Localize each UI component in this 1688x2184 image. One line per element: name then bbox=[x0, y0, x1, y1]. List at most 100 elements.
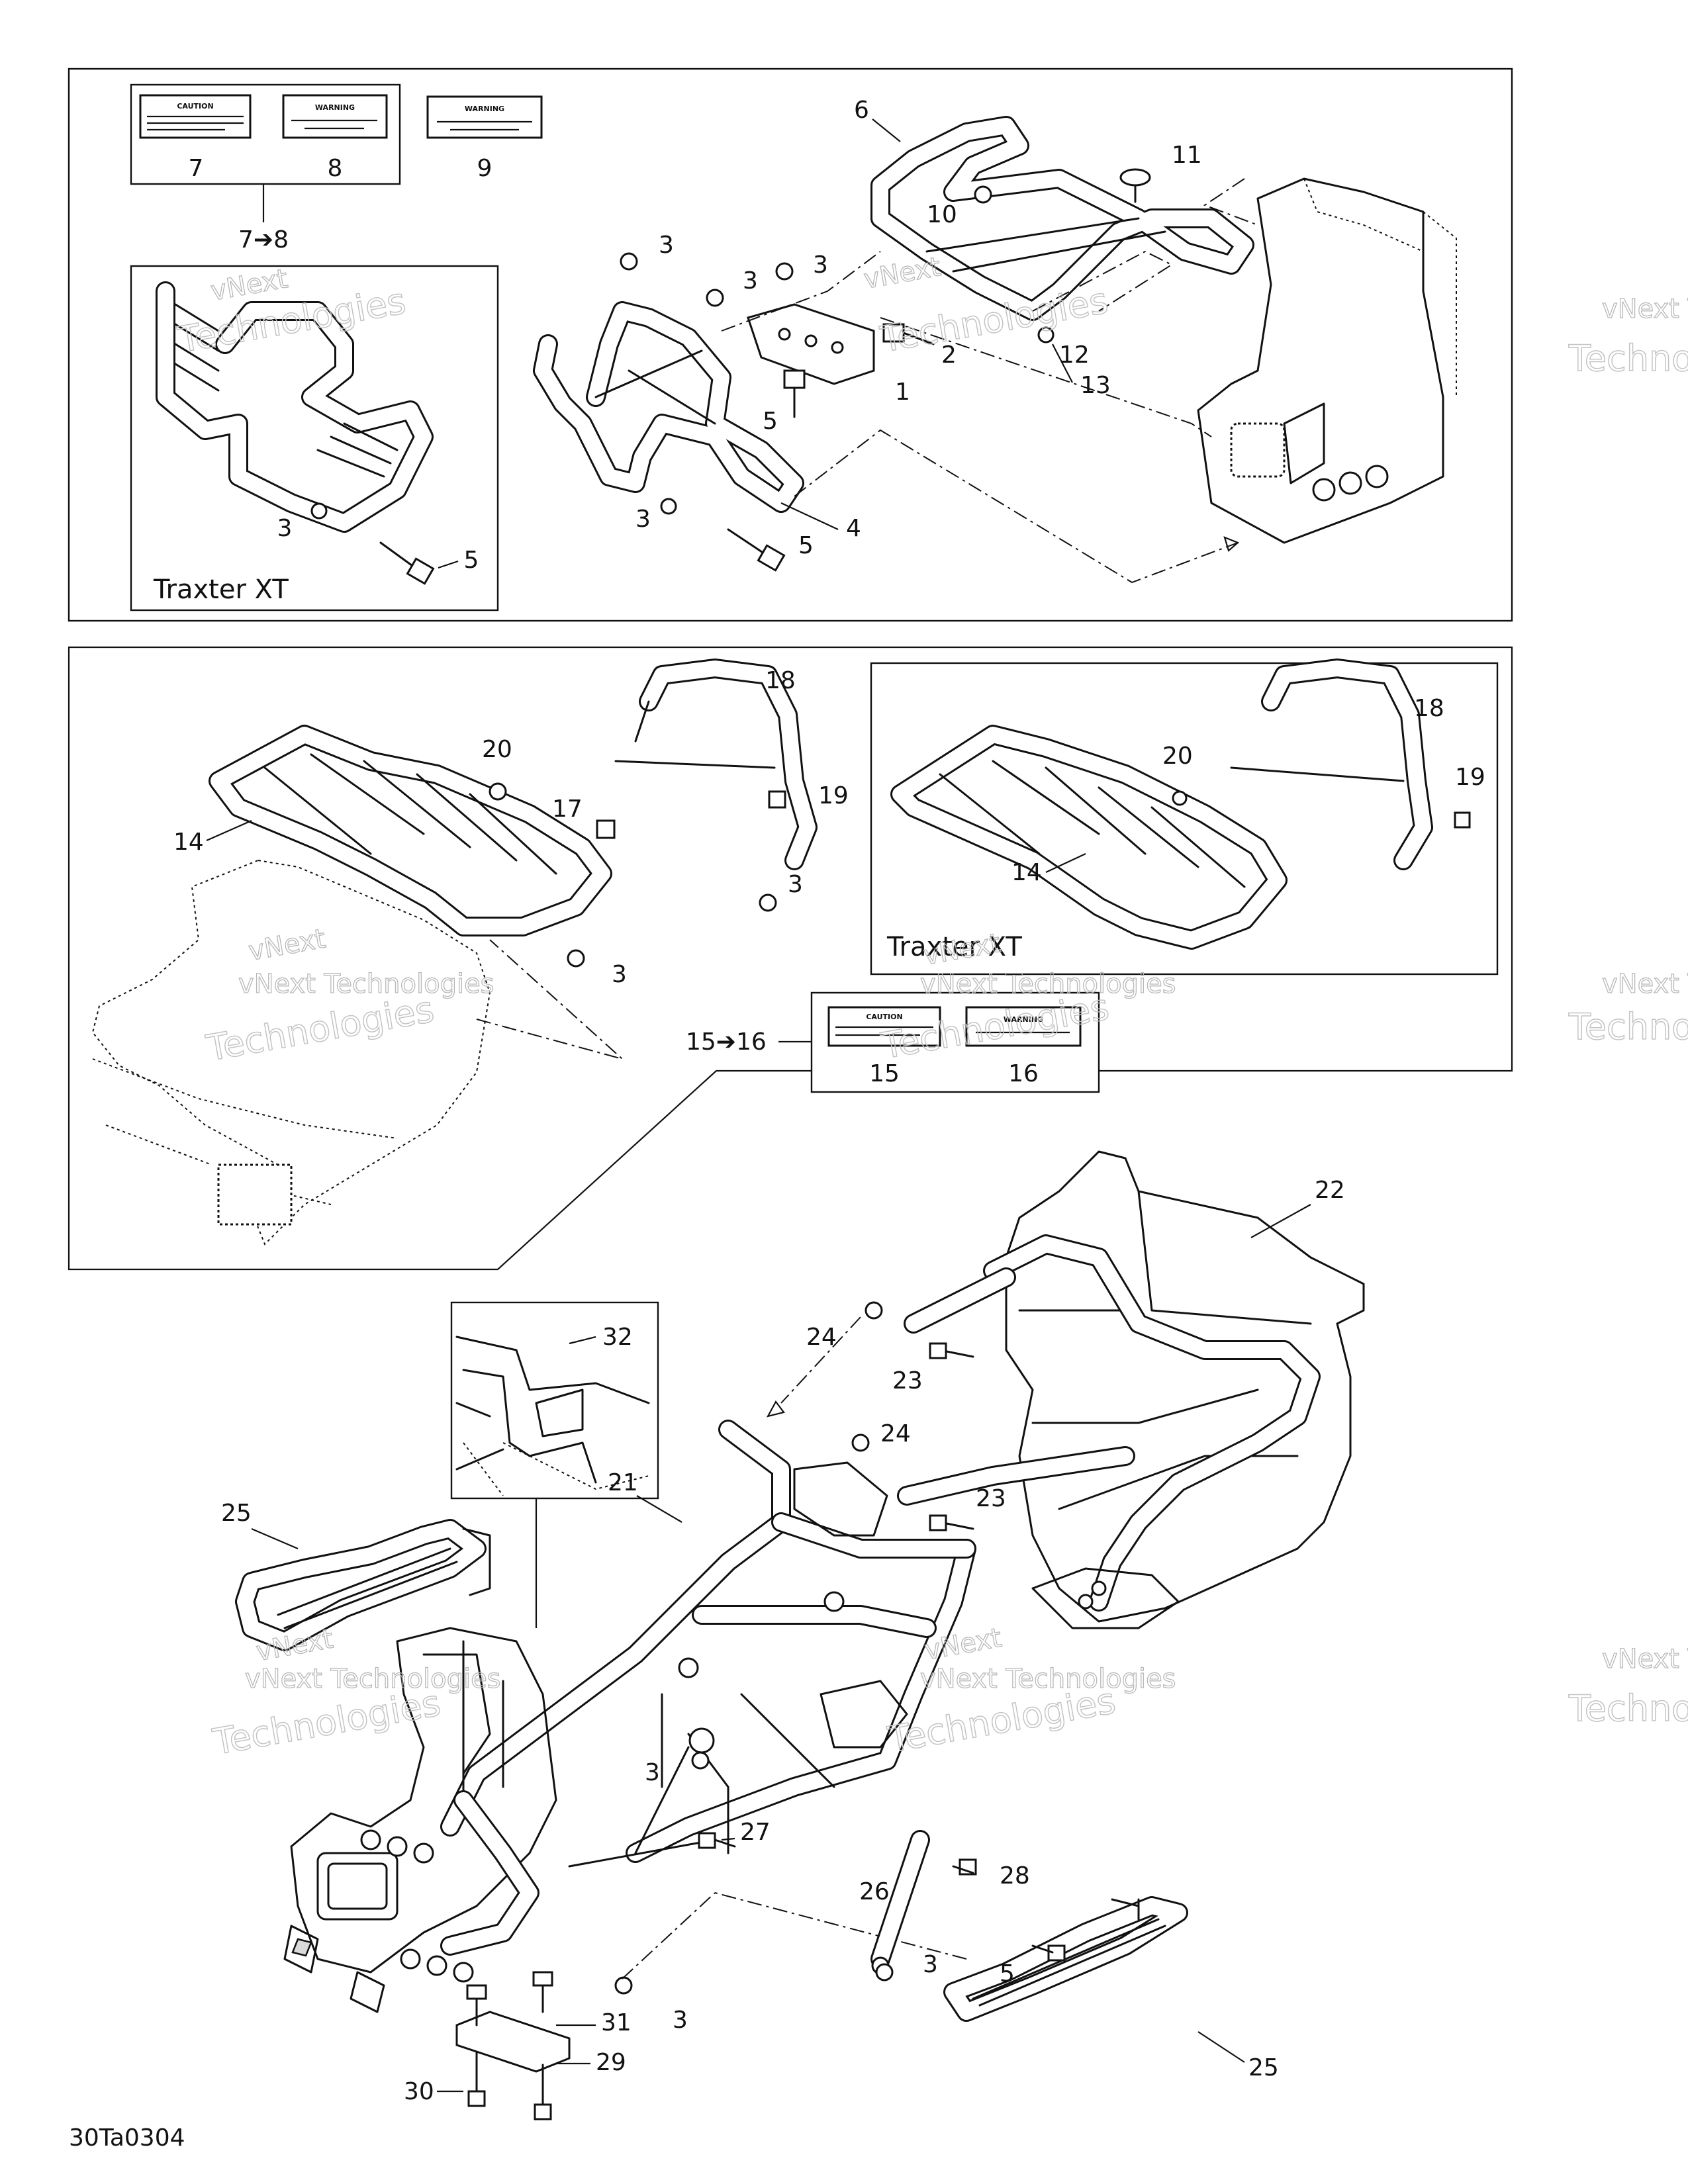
callout-23b: 23 bbox=[976, 1485, 1006, 1512]
decal-kit-rear-label: 15➔16 bbox=[686, 1028, 767, 1056]
callout-19-xt: 19 bbox=[1455, 764, 1485, 791]
callout-8: 8 bbox=[328, 155, 343, 182]
rear-rack-14: 14 20 17 3 bbox=[173, 725, 627, 988]
callout-3-xt: 3 bbox=[277, 515, 293, 542]
callout-22: 22 bbox=[1315, 1177, 1345, 1204]
callout-10: 10 bbox=[927, 201, 957, 228]
callout-3d: 3 bbox=[635, 506, 651, 533]
callout-27: 27 bbox=[740, 1819, 771, 1846]
svg-text:Technologies: Technologies bbox=[1568, 338, 1688, 379]
traxter-xt-label-front: Traxter XT bbox=[153, 574, 289, 605]
detail-32-inset: 32 bbox=[450, 1301, 659, 1628]
bracket-1: 1 2 3 3 3 5 3 5 bbox=[620, 232, 957, 559]
rear-arms-23-24: 24 23 24 23 bbox=[766, 1267, 1135, 1531]
svg-text:vNext Technologies: vNext Technologies bbox=[245, 1664, 501, 1694]
svg-text:vNext Technologies: vNext Technologies bbox=[1602, 969, 1688, 999]
callout-17: 17 bbox=[552, 796, 583, 823]
callout-5a: 5 bbox=[763, 408, 778, 435]
svg-text:Technologies: Technologies bbox=[1568, 1688, 1688, 1729]
callout-15: 15 bbox=[869, 1060, 900, 1087]
callout-2: 2 bbox=[941, 341, 957, 369]
callout-12: 12 bbox=[1059, 341, 1090, 369]
rear-rack-panel: 14 20 17 3 18 19 3 bbox=[68, 646, 1513, 1271]
svg-text:WARNING: WARNING bbox=[1004, 1015, 1043, 1024]
svg-text:vNext Technologies: vNext Technologies bbox=[1602, 1644, 1688, 1674]
callout-25b: 25 bbox=[1248, 2054, 1279, 2081]
traxter-xt-front-inset: 3 5 Traxter XT bbox=[130, 265, 499, 612]
strut-26: 26 28 3 27 3 3 bbox=[614, 1751, 1030, 2034]
bracket-29: 31 29 30 bbox=[404, 1971, 632, 2120]
callout-29: 29 bbox=[596, 2049, 626, 2076]
callout-3-rack: 3 bbox=[612, 961, 627, 988]
drawing-code: 30Ta0304 bbox=[69, 2124, 185, 2152]
callout-5-xt: 5 bbox=[464, 547, 479, 574]
callout-13: 13 bbox=[1080, 372, 1111, 399]
backrest-18: 18 19 3 bbox=[614, 659, 849, 912]
callout-24a: 24 bbox=[806, 1324, 837, 1351]
callout-3c: 3 bbox=[813, 251, 828, 279]
front-frame-fragment bbox=[1197, 177, 1457, 544]
callout-5-rear: 5 bbox=[1000, 1960, 1015, 1987]
callout-25a: 25 bbox=[221, 1500, 252, 1527]
callout-11: 11 bbox=[1172, 142, 1202, 169]
callout-14: 14 bbox=[173, 829, 204, 856]
callout-1: 1 bbox=[895, 379, 910, 406]
callout-28: 28 bbox=[1000, 1862, 1030, 1889]
svg-text:vNext Technologies: vNext Technologies bbox=[238, 969, 494, 999]
panel-border-rear bbox=[68, 646, 1513, 1271]
callout-26: 26 bbox=[859, 1878, 890, 1905]
caution-decal-title: CAUTION bbox=[177, 102, 213, 111]
decal-kit-label: 7➔8 bbox=[238, 226, 289, 253]
footrest-25-rear: 5 25 bbox=[714, 1892, 1279, 2081]
callout-30: 30 bbox=[404, 2078, 434, 2105]
traxter-xt-label-rear: Traxter XT bbox=[886, 932, 1022, 962]
svg-text:vNext Technologies: vNext Technologies bbox=[920, 969, 1176, 999]
rear-subframe-22: 22 bbox=[983, 1150, 1365, 1629]
svg-text:Technologies: Technologies bbox=[203, 988, 438, 1069]
callout-18: 18 bbox=[765, 667, 796, 694]
callout-20-xt: 20 bbox=[1162, 743, 1193, 770]
svg-text:vNext: vNext bbox=[246, 923, 328, 967]
callout-18-xt: 18 bbox=[1414, 695, 1444, 722]
callout-3b: 3 bbox=[743, 267, 758, 295]
rear-frame-fragment bbox=[91, 859, 623, 1246]
svg-text:CAUTION: CAUTION bbox=[866, 1013, 902, 1021]
callout-3a: 3 bbox=[659, 232, 674, 259]
front-rack-4: 4 bbox=[533, 301, 861, 572]
callout-4: 4 bbox=[846, 515, 861, 542]
upper-rack-6: 6 11 10 12 13 bbox=[854, 97, 1254, 399]
callout-3-strut: 3 bbox=[923, 1951, 938, 1978]
callout-24b: 24 bbox=[880, 1420, 911, 1447]
footrest-25-front: 25 bbox=[221, 1500, 491, 1651]
warning-decal-9 bbox=[426, 95, 543, 139]
svg-text:vNext Technologies: vNext Technologies bbox=[1602, 294, 1688, 324]
decal-kit-7-8: CAUTION WARNING 7 8 7➔8 bbox=[130, 83, 401, 253]
callout-9: 9 bbox=[477, 155, 492, 182]
callout-3-lower: 3 bbox=[673, 2007, 688, 2034]
callout-7: 7 bbox=[189, 155, 204, 182]
frame-section: 22 24 23 24 23 32 bbox=[209, 1150, 1365, 2120]
callout-20: 20 bbox=[482, 736, 512, 763]
callout-5b: 5 bbox=[798, 532, 814, 559]
callout-23a: 23 bbox=[892, 1367, 923, 1394]
warning-decal-title: WARNING bbox=[315, 103, 355, 112]
watermark-right-edge: vNext Technologies Technologies vNext Te… bbox=[1568, 293, 1688, 1729]
warning-decal-16 bbox=[965, 1006, 1082, 1047]
svg-text:Technologies: Technologies bbox=[1568, 1006, 1688, 1048]
callout-14-xt: 14 bbox=[1011, 859, 1042, 886]
callout-31: 31 bbox=[601, 2009, 632, 2036]
decal-9: WARNING 9 bbox=[426, 95, 543, 182]
callout-19: 19 bbox=[818, 782, 849, 809]
callout-32: 32 bbox=[602, 1324, 633, 1351]
front-frame-left bbox=[283, 1627, 557, 2013]
svg-text:vNext Technologies: vNext Technologies bbox=[920, 1664, 1176, 1694]
callout-3-backrest: 3 bbox=[788, 871, 803, 898]
front-rack-panel: CAUTION WARNING 7 8 7➔8 WARNING 9 bbox=[68, 68, 1513, 622]
warning-decal bbox=[282, 94, 388, 139]
callout-21: 21 bbox=[608, 1469, 638, 1496]
svg-text:WARNING: WARNING bbox=[465, 105, 504, 113]
callout-6: 6 bbox=[854, 97, 869, 124]
callout-16: 16 bbox=[1008, 1060, 1039, 1087]
traxter-xt-rear-inset: 18 20 19 14 Traxter XT bbox=[870, 659, 1499, 976]
